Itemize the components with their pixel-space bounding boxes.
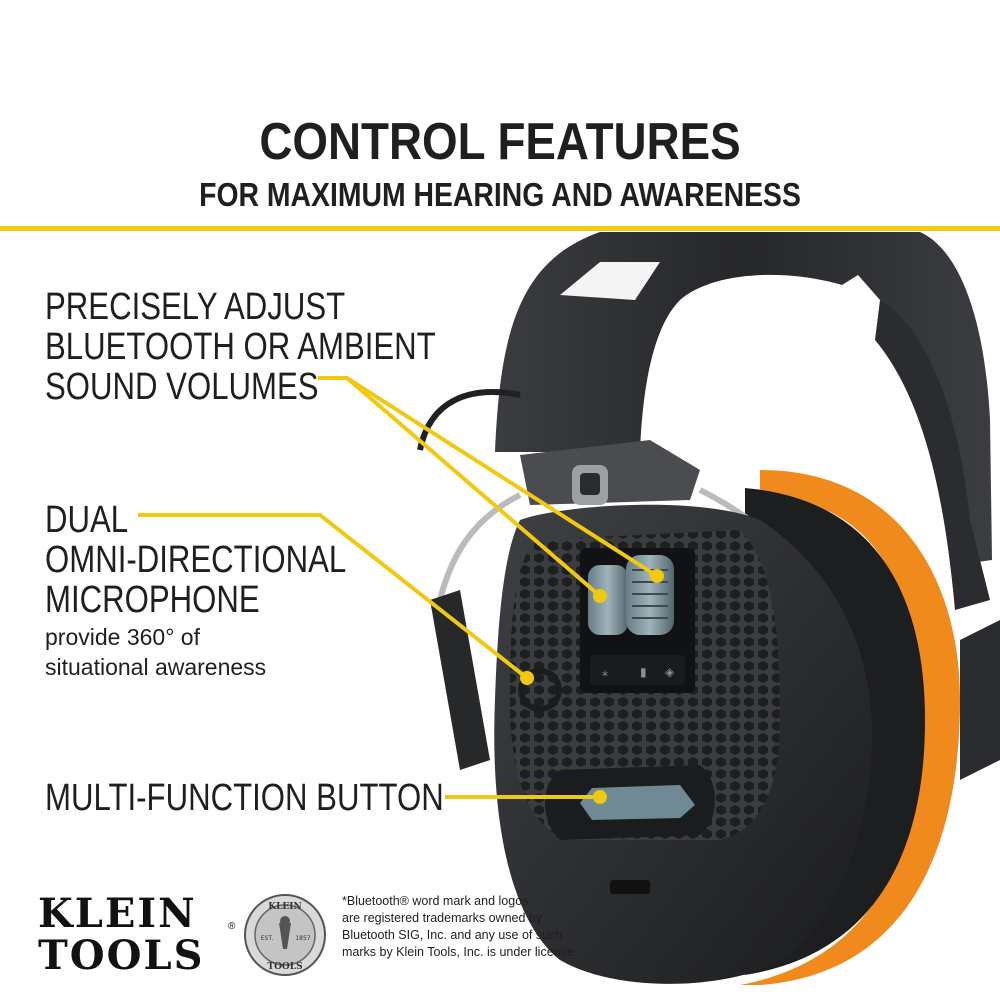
callout-line: DUAL: [45, 499, 129, 541]
callout-detail-line: situational awareness: [45, 654, 267, 680]
callout-line: PRECISELY ADJUST: [45, 286, 346, 328]
svg-text:⁎: ⁎: [602, 665, 608, 679]
header-divider: [0, 226, 1000, 231]
svg-text:◈: ◈: [665, 665, 675, 679]
seal-text-top: KLEIN: [268, 902, 301, 912]
page-subtitle: FOR MAXIMUM HEARING AND AWARENESS: [199, 176, 801, 213]
disclaimer-line: *Bluetooth® word mark and logos: [342, 894, 529, 908]
callout-line: BLUETOOTH OR AMBIENT: [45, 326, 436, 368]
seal-est: EST.: [261, 935, 274, 942]
seal-year: 1857: [295, 935, 310, 942]
registered-mark: ®: [228, 921, 236, 932]
disclaimer-line: marks by Klein Tools, Inc. is under lice…: [342, 945, 578, 959]
disclaimer-line: Bluetooth SIG, Inc. and any use of such: [342, 928, 563, 942]
multi-function-button[interactable]: [580, 785, 695, 820]
logo-line: KLEIN: [38, 890, 197, 937]
callout-multi-function-button: MULTI-FUNCTION BUTTON: [45, 777, 444, 819]
klein-tools-logo: KLEIN TOOLS: [38, 893, 204, 977]
page-title: CONTROL FEATURES: [259, 113, 741, 171]
klein-tools-seal-icon: KLEIN TOOLS EST. 1857: [244, 894, 326, 976]
disclaimer-line: are registered trademarks owned by: [342, 911, 543, 925]
callout-line: OMNI-DIRECTIONAL: [45, 539, 347, 581]
callout-volume-adjust: PRECISELY ADJUST BLUETOOTH OR AMBIENT SO…: [45, 287, 436, 407]
callout-line: MICROPHONE: [45, 579, 260, 621]
callout-lines: [138, 376, 659, 799]
svg-text:▮: ▮: [640, 665, 647, 679]
logo-line: TOOLS: [38, 932, 205, 979]
seal-text-bottom: TOOLS: [267, 962, 302, 972]
trademark-disclaimer: *Bluetooth® word mark and logos are regi…: [342, 893, 612, 961]
callout-microphone-detail: provide 360° of situational awareness: [45, 622, 266, 682]
callout-detail-line: provide 360° of: [45, 624, 200, 650]
callout-line: SOUND VOLUMES: [45, 366, 319, 408]
callout-microphone: DUAL OMNI-DIRECTIONAL MICROPHONE: [45, 500, 346, 620]
headband: [417, 232, 992, 610]
